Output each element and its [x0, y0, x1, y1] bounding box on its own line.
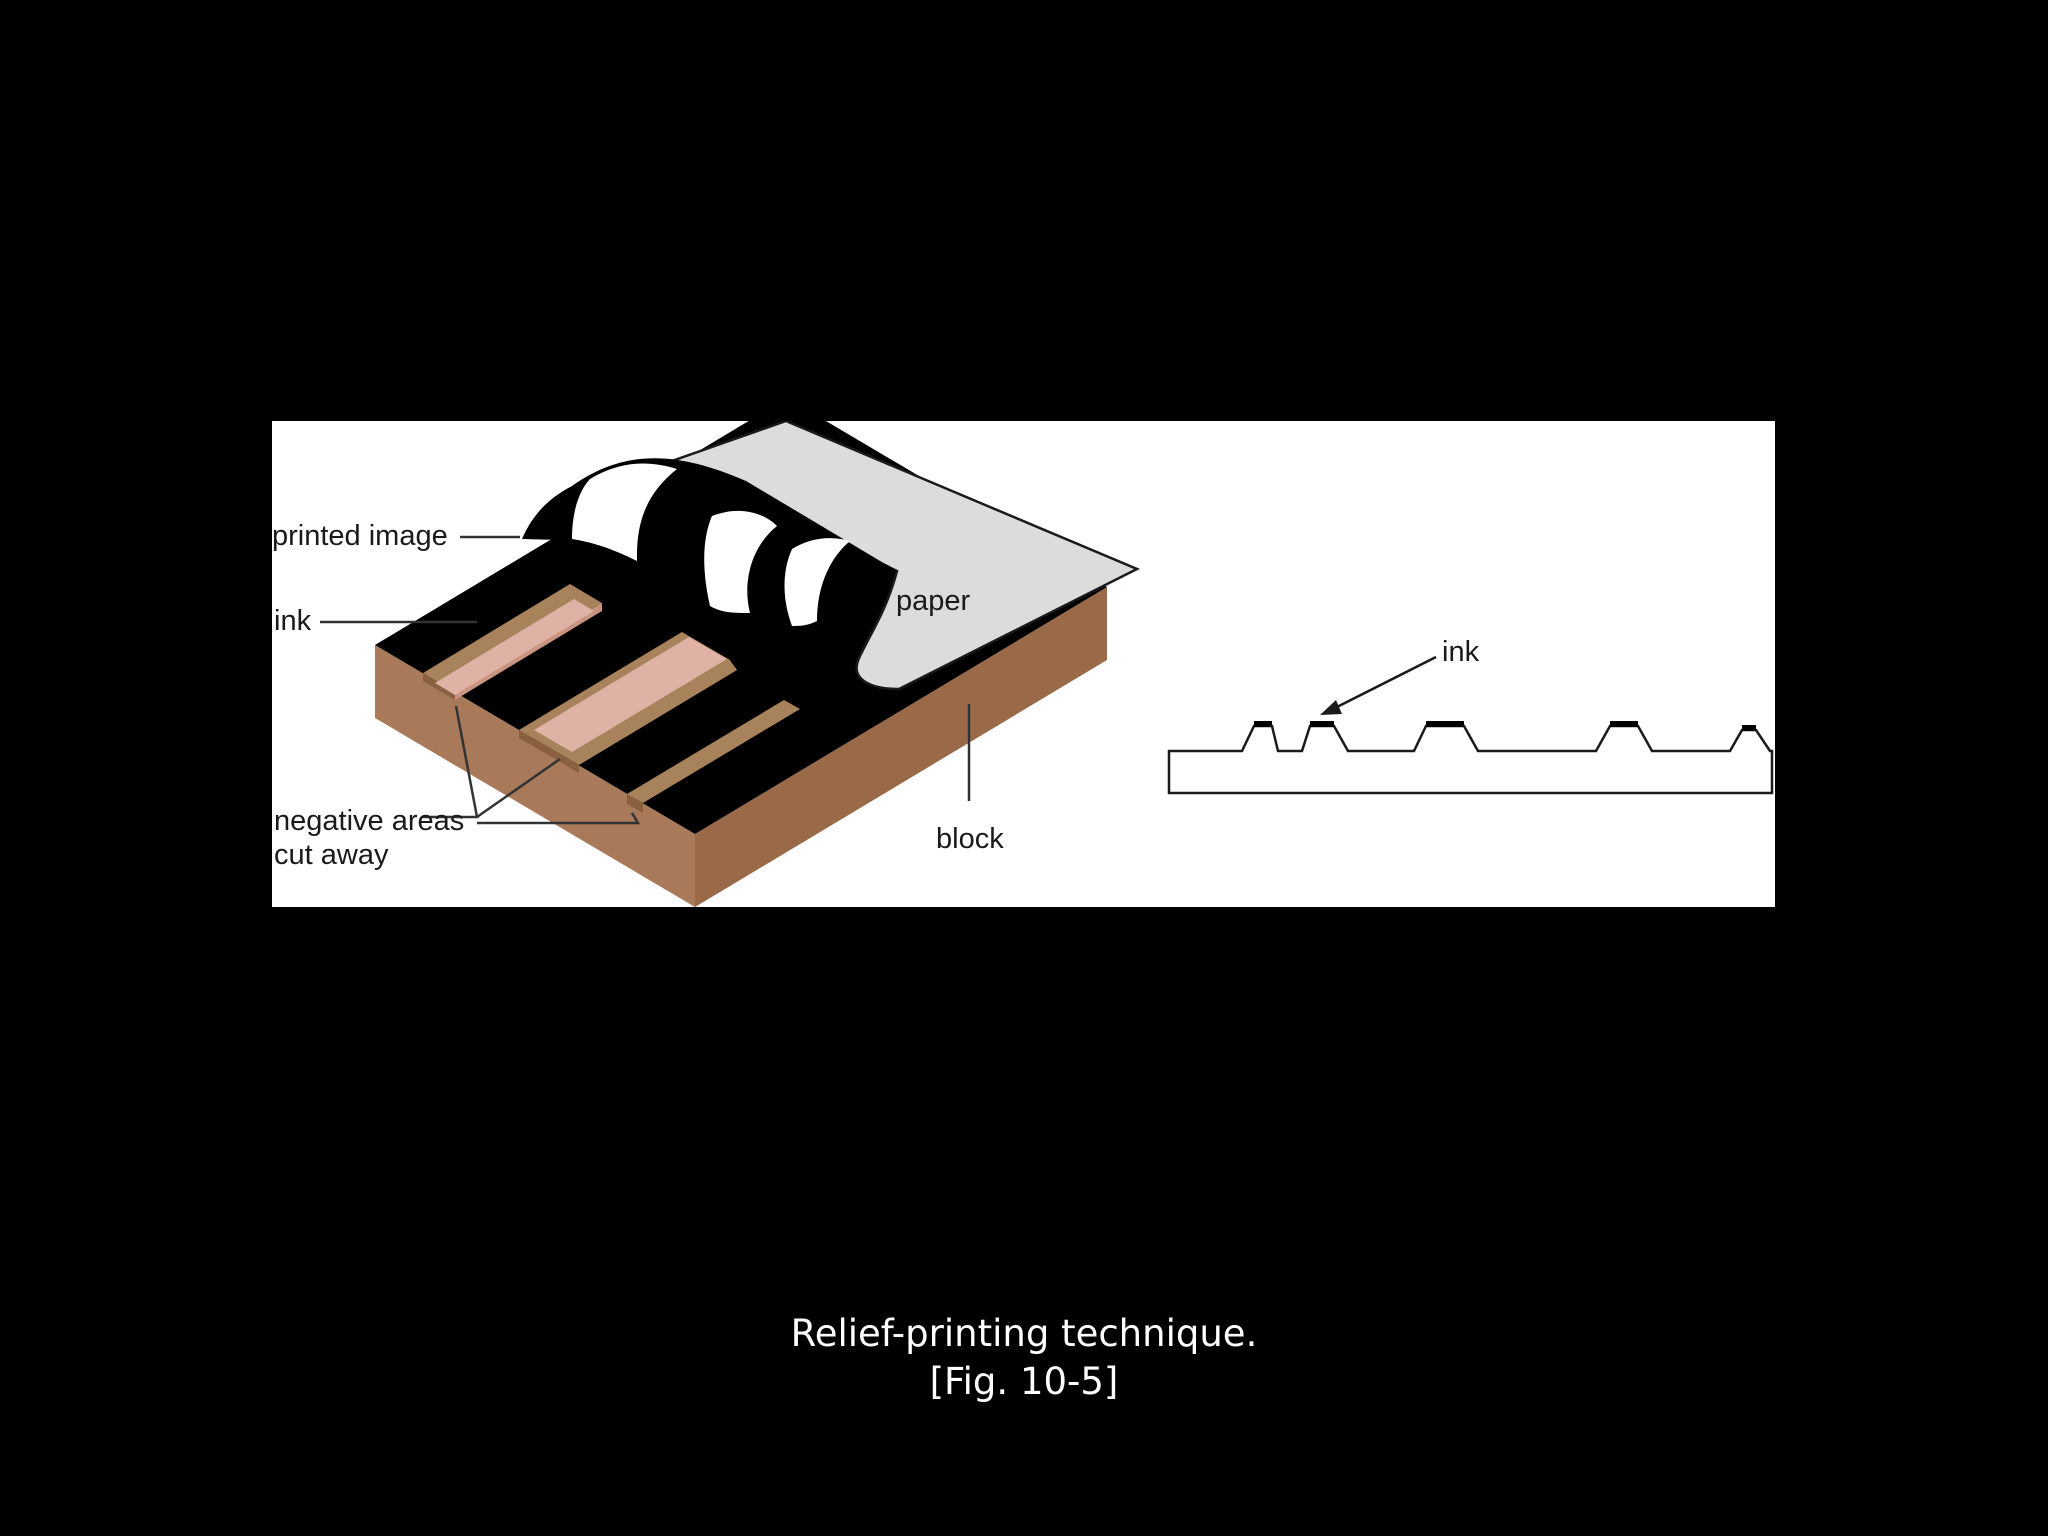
figure-panel: printed image ink paper negative areas c… — [272, 421, 1775, 907]
cross-section-profile — [1167, 724, 1774, 795]
relief-printing-diagram: printed image ink paper negative areas c… — [272, 421, 1774, 907]
label-cut-away: cut away — [274, 839, 389, 871]
ink-arrow-head — [1320, 700, 1342, 715]
label-ink-profile: ink — [1442, 636, 1480, 668]
caption-figure-ref: [Fig. 10-5] — [929, 1360, 1119, 1403]
block-front-side — [695, 587, 1107, 907]
label-paper: paper — [896, 585, 971, 617]
leader-negative-areas-2 — [476, 757, 561, 819]
ink-arrow-shaft — [1328, 655, 1437, 713]
label-ink: ink — [274, 605, 312, 637]
label-negative-areas: negative areas — [274, 805, 464, 837]
printed-image-white-band-3 — [784, 538, 850, 626]
caption-title: Relief-printing technique. — [790, 1312, 1258, 1355]
slide-caption: Relief-printing technique. [Fig. 10-5] — [0, 1310, 2048, 1406]
negative-area-groove-3 — [627, 700, 800, 813]
printed-image-white-band-1 — [572, 463, 677, 561]
negative-area-groove-1 — [423, 584, 602, 700]
profile-ink-caps — [1254, 721, 1756, 731]
paper-sheet — [668, 421, 1140, 691]
label-block: block — [936, 823, 1004, 855]
negative-area-groove-2 — [519, 632, 742, 773]
label-printed-image: printed image — [272, 520, 448, 552]
leader-negative-areas-3 — [477, 812, 641, 825]
printed-image-white-band-2 — [704, 510, 777, 613]
